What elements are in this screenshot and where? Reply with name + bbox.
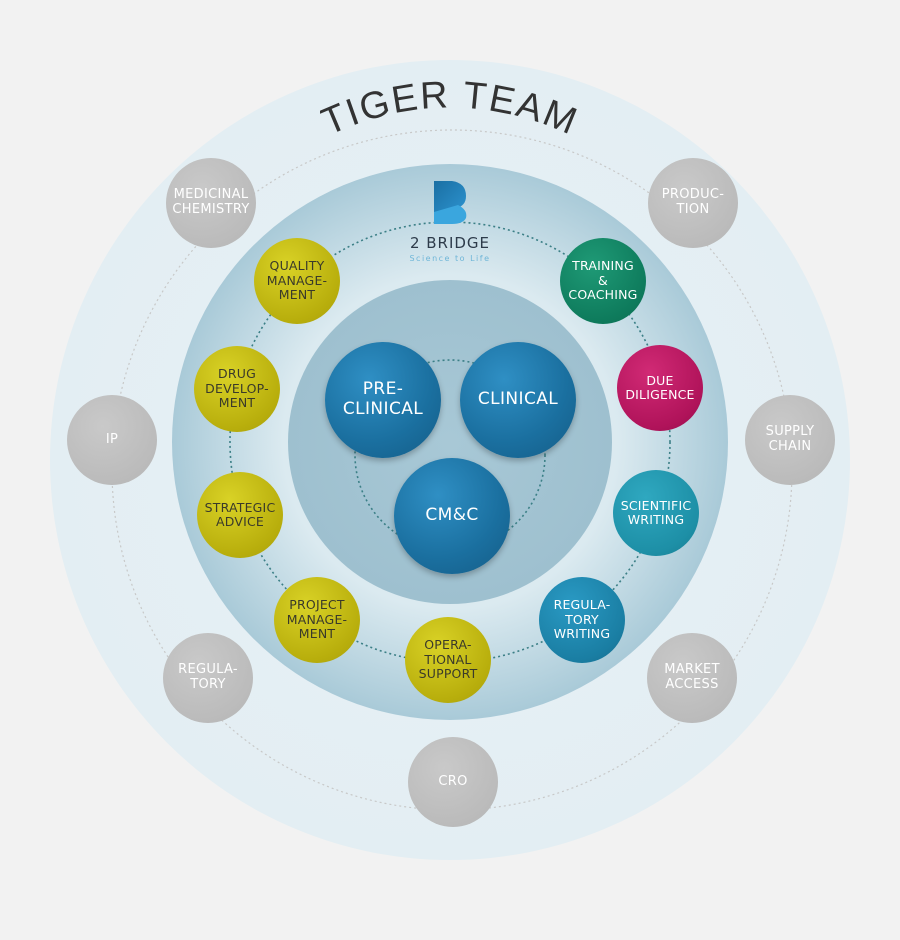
svg-text:TIGER TEAM: TIGER TEAM [320,80,580,144]
core-dotted-ring [354,359,546,551]
ring-training-coaching[interactable]: TRAINING & COACHING [560,238,646,324]
ring-scientific-writing[interactable]: SCIENTIFIC WRITING [613,470,699,556]
outer-medicinal-chemistry[interactable]: MEDICINAL CHEMISTRY [166,158,256,248]
outer-cro[interactable]: CRO [408,737,498,827]
ring-strategic-advice[interactable]: STRATEGIC ADVICE [197,472,283,558]
logo-mark [434,181,467,224]
ring-project-management[interactable]: PROJECT MANAGE- MENT [274,577,360,663]
ring-operational-support[interactable]: OPERA- TIONAL SUPPORT [405,617,491,703]
outer-regulatory[interactable]: REGULA- TORY [163,633,253,723]
core-preclinical[interactable]: PRE- CLINICAL [325,342,441,458]
page-title: TIGER TEAM [320,80,580,144]
outer-production[interactable]: PRODUC- TION [648,158,738,248]
ring-regulatory-writing[interactable]: REGULA- TORY WRITING [539,577,625,663]
core-cmc[interactable]: CM&C [394,458,510,574]
ring-quality-management[interactable]: QUALITY MANAGE- MENT [254,238,340,324]
brand-logo: 2 BRIDGE Science to Life [390,178,510,263]
ring-due-diligence[interactable]: DUE DILIGENCE [617,345,703,431]
brand-tagline: Science to Life [409,254,491,263]
outer-market-access[interactable]: MARKET ACCESS [647,633,737,723]
ring-drug-development[interactable]: DRUG DEVELOP- MENT [194,346,280,432]
brand-name: 2 BRIDGE [409,234,491,252]
outer-ip[interactable]: IP [67,395,157,485]
outer-supply-chain[interactable]: SUPPLY CHAIN [745,395,835,485]
core-clinical[interactable]: CLINICAL [460,342,576,458]
